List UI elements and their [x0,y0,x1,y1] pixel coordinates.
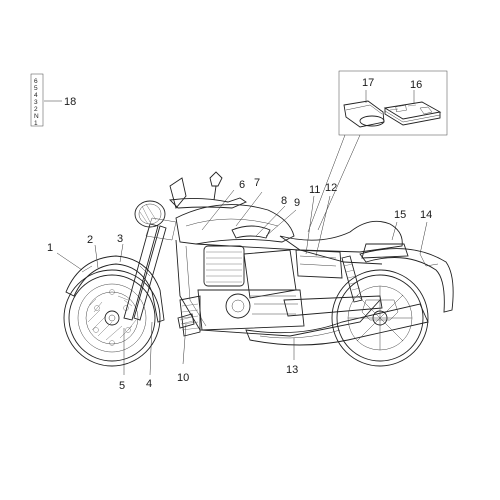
seat [279,220,403,253]
callout-11: 11 [309,184,320,196]
callout-2: 2 [87,234,93,246]
headlight [134,200,166,228]
gear-label: 3 [34,99,38,106]
callout-14: 14 [420,209,432,221]
owner-manual [383,101,442,126]
callout-7: 7 [254,177,260,189]
handlebar [169,197,247,209]
front-fender [65,255,165,323]
front-fork [123,217,177,321]
gear-decal: 6 5 4 3 2 N 1 [30,73,62,127]
callout-labels: 1 2 3 4 5 6 7 8 9 10 11 12 13 14 15 16 1… [47,77,432,392]
callout-15: 15 [394,209,406,221]
rear-fender [359,248,454,313]
flyscreen [169,177,187,209]
footpeg [177,313,195,329]
leader-lines [56,134,428,376]
fuel-tank [175,204,295,245]
gear-label: 6 [34,78,38,85]
callout-12: 12 [325,182,337,194]
callout-5: 5 [119,380,125,392]
callout-17: 17 [362,77,374,89]
frame [175,239,383,337]
callout-13: 13 [286,364,298,376]
swingarm [283,295,383,317]
callout-4: 4 [146,378,152,390]
gear-label: 1 [34,120,38,127]
tool-pouch [343,100,385,128]
documents-box [338,70,448,136]
gear-label: 5 [34,85,38,92]
gear-label: 4 [34,92,38,99]
callout-6: 6 [239,179,245,191]
callout-8: 8 [281,195,287,207]
side-panel [295,249,343,279]
callout-16: 16 [410,79,422,91]
engine [179,245,305,337]
gear-label: N [34,113,39,120]
callout-18: 18 [64,96,76,108]
motorcycle-drawing [63,171,454,367]
rear-wheel [331,269,429,367]
callout-9: 9 [294,197,300,209]
callout-3: 3 [117,233,123,245]
front-wheel [63,269,161,367]
callout-1: 1 [47,242,53,254]
callout-10: 10 [177,372,189,384]
gear-label: 2 [34,106,38,113]
